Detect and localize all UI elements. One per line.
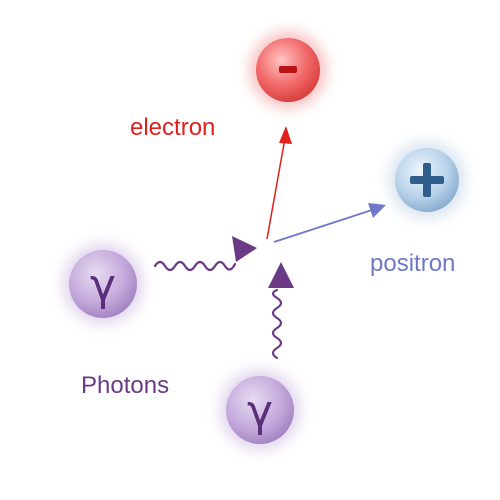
photon-ball-bottom: γ — [220, 370, 300, 450]
photons-label: Photons — [81, 372, 170, 399]
positron-label: positron — [370, 250, 456, 277]
electron-ball — [250, 32, 326, 108]
positron-ball — [389, 142, 465, 218]
gamma-symbol-left: γ — [90, 260, 116, 311]
gamma-symbol-bottom: γ — [247, 386, 273, 437]
minus-sign-icon — [279, 66, 297, 73]
plus-sign-icon — [410, 163, 444, 197]
photon-wave-bottom — [268, 262, 294, 360]
positron-arrow — [273, 203, 386, 243]
photon-wave-left — [153, 236, 257, 272]
electron-arrow — [266, 126, 292, 240]
electron-label: electron — [130, 114, 216, 141]
photon-ball-left: γ — [63, 244, 143, 324]
